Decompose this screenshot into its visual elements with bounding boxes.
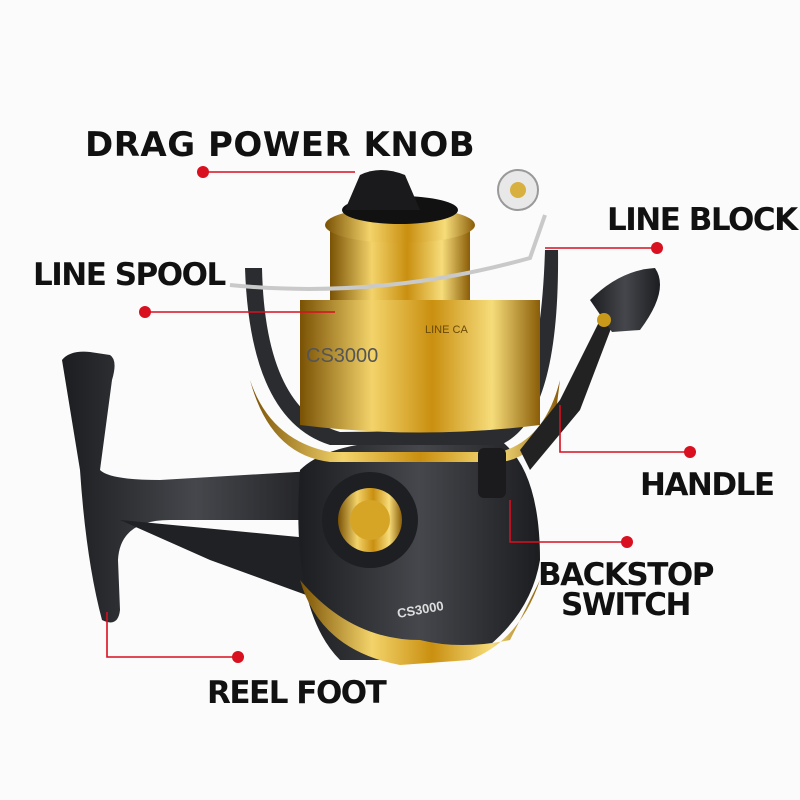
backstop-shape: [478, 448, 506, 498]
label-backstop-switch-line1: BACKSTOP: [538, 557, 714, 593]
spool-model-text: CS3000: [306, 345, 378, 367]
label-handle: HANDLE: [640, 467, 775, 503]
drag-knob-shape: [345, 170, 420, 210]
leader-reel-foot: [106, 612, 238, 658]
leader-lines: [106, 171, 690, 658]
label-backstop-switch: BACKSTOP SWITCH: [538, 557, 714, 623]
dot-line-block: [651, 242, 663, 254]
dot-line-spool: [139, 306, 151, 318]
label-reel-foot: REEL FOOT: [207, 675, 387, 711]
bail-wire: [229, 214, 547, 291]
label-line-spool: LINE SPOOL: [33, 257, 226, 293]
leader-handle: [559, 405, 690, 453]
label-drag-power-knob: DRAG POWER KNOB: [85, 125, 476, 165]
dot-reel-foot: [232, 651, 244, 663]
label-backstop-switch-line2: SWITCH: [561, 587, 691, 623]
leader-backstop-switch: [509, 500, 627, 543]
label-line-block: LINE BLOCK: [607, 202, 798, 238]
dot-drag-power-knob: [197, 166, 209, 178]
spool-line-cap-text: LINE CA: [425, 324, 468, 336]
line-spool-shape: [300, 300, 540, 433]
reel-foot-shape: [62, 351, 330, 623]
dot-backstop-switch: [621, 536, 633, 548]
dot-handle: [684, 446, 696, 458]
handle-arm: [520, 320, 612, 470]
